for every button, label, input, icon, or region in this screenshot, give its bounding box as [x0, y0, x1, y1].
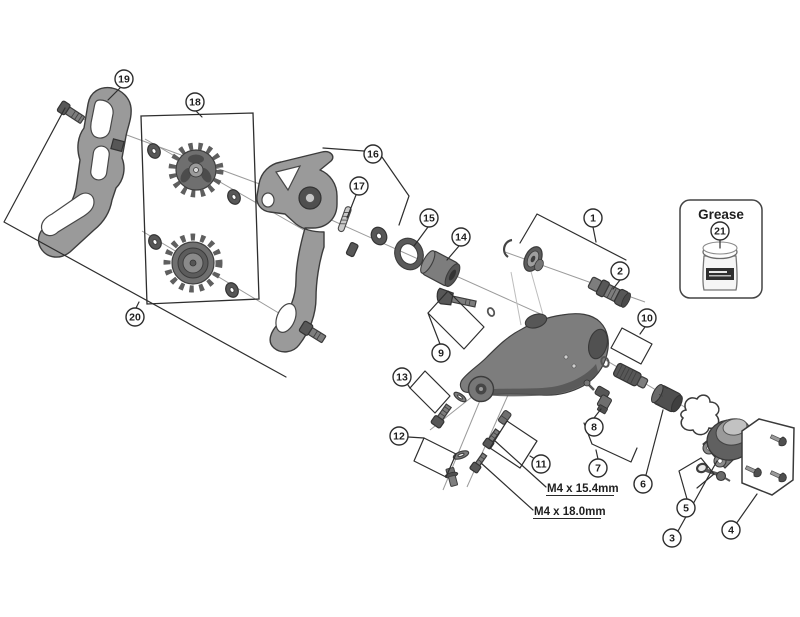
svg-text:1: 1 — [590, 213, 596, 225]
plate-nub — [110, 138, 125, 153]
grease-label: Grease — [698, 207, 744, 222]
callout-11: 11 — [531, 454, 551, 474]
callout-2: 2 — [610, 261, 630, 281]
panel-screw — [769, 434, 787, 447]
svg-text:21: 21 — [714, 226, 726, 238]
bolt-13 — [430, 403, 453, 429]
callout-4: 4 — [721, 520, 741, 540]
dim-label-18-0: M4 x 18.0mm — [534, 506, 606, 518]
svg-text:2: 2 — [617, 266, 623, 278]
svg-text:10: 10 — [641, 313, 653, 325]
svg-text:13: 13 — [396, 372, 408, 384]
dimension-labels: M4 x 15.4mm M4 x 18.0mm — [533, 483, 619, 520]
seal-ring-15 — [394, 237, 424, 271]
bracket-panel-4 — [741, 418, 795, 496]
adjust-lever-5 — [696, 462, 731, 482]
callout-19: 19 — [114, 69, 134, 89]
cable-clamp-8 — [583, 379, 612, 415]
svg-text:6: 6 — [640, 479, 646, 491]
barrel-nut-11 — [497, 410, 512, 425]
barrel-o-ring — [600, 356, 610, 368]
mounting-bolt-2 — [587, 276, 631, 308]
tension-pulley-lower — [163, 233, 223, 293]
cage-bolt-top — [56, 100, 85, 124]
leader-lines — [3, 87, 758, 532]
callout-18: 18 — [185, 92, 205, 112]
clutch-cover-14 — [420, 250, 461, 287]
axle-o-ring — [486, 307, 496, 317]
grease-jar — [702, 241, 738, 291]
svg-text:7: 7 — [595, 463, 601, 475]
dim-label-15-4: M4 x 15.4mm — [547, 483, 619, 495]
callout-10: 10 — [637, 308, 657, 328]
c-clip — [502, 238, 513, 258]
washer-13 — [453, 391, 467, 403]
cage-bolt-bottom — [298, 320, 327, 344]
callout-1: 1 — [583, 208, 603, 228]
spline-cap-6 — [651, 383, 683, 413]
callout-20: 20 — [125, 307, 145, 327]
svg-text:15: 15 — [423, 213, 435, 225]
callout-14: 14 — [451, 227, 471, 247]
pulley-box-18 — [140, 112, 260, 305]
washer-12 — [452, 450, 470, 460]
callout-17: 17 — [349, 176, 369, 196]
callout-12: 12 — [389, 426, 409, 446]
panel-screw — [769, 470, 787, 483]
grease-box: Grease — [679, 199, 763, 299]
guide-pulley-upper — [168, 142, 224, 198]
svg-text:11: 11 — [535, 459, 546, 471]
callout-8: 8 — [584, 417, 604, 437]
pin-bushing — [345, 242, 359, 258]
spring-barrel-10 — [613, 362, 649, 389]
panel-screw — [744, 465, 762, 478]
bolt-11a — [482, 428, 501, 450]
callout-3: 3 — [662, 528, 682, 548]
callout-9: 9 — [431, 343, 451, 363]
callout-5: 5 — [676, 498, 696, 518]
svg-text:9: 9 — [438, 348, 444, 360]
svg-text:17: 17 — [353, 181, 365, 193]
svg-text:18: 18 — [189, 97, 201, 109]
pulley-washers — [147, 143, 241, 298]
callout-13: 13 — [392, 367, 412, 387]
bolt-11b — [469, 452, 488, 474]
svg-text:4: 4 — [728, 525, 734, 537]
svg-text:3: 3 — [669, 533, 675, 545]
svg-text:20: 20 — [129, 312, 141, 324]
callout-21: 21 — [710, 221, 730, 241]
svg-text:12: 12 — [393, 431, 405, 443]
callout-6: 6 — [633, 474, 653, 494]
svg-text:19: 19 — [118, 74, 130, 86]
svg-text:8: 8 — [591, 422, 597, 434]
callout-15: 15 — [419, 208, 439, 228]
svg-text:16: 16 — [367, 149, 379, 161]
outer-cage-plate-19 — [37, 86, 132, 258]
svg-text:14: 14 — [455, 232, 467, 244]
main-body — [459, 313, 609, 403]
bearing-unit-1 — [502, 238, 544, 272]
svg-text:5: 5 — [683, 503, 689, 515]
callout-7: 7 — [588, 458, 608, 478]
callout-16: 16 — [363, 144, 383, 164]
cage-washer-16 — [370, 226, 388, 246]
inner-cage-plate — [256, 150, 338, 353]
